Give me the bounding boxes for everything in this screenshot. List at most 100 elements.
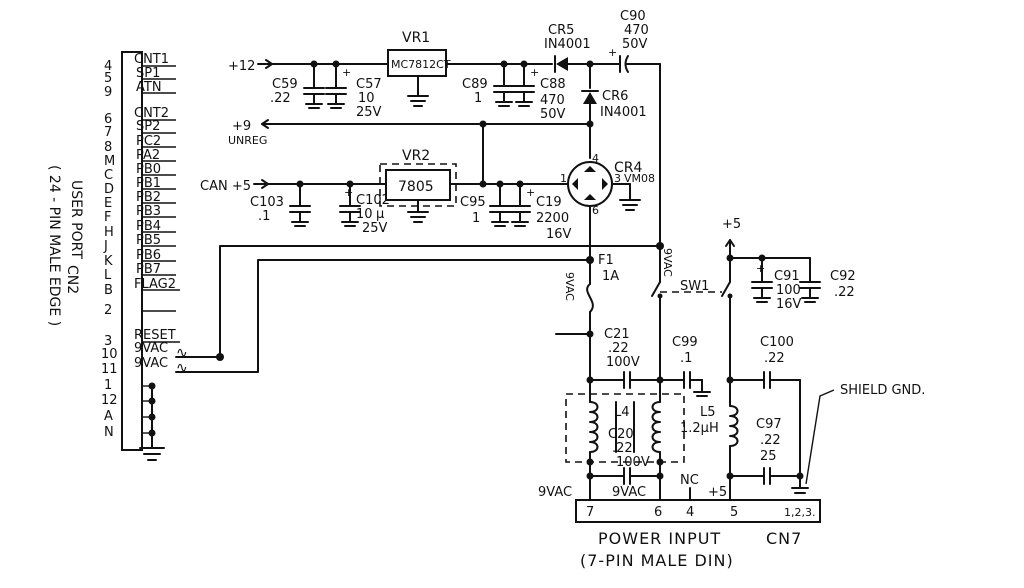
svg-text:∿: ∿ — [176, 360, 188, 376]
c21-value: .22 — [608, 341, 629, 356]
filter-section: C21 .22 100V C99 .1 C100 .22 L4 — [565, 327, 925, 501]
c19-ref: C19 — [536, 195, 562, 210]
fuse-branch: F1 1A 9VAC 9VAC — [555, 248, 674, 381]
cn7-pin-label: NC — [680, 473, 699, 488]
pin-signal: PA2 — [136, 148, 160, 163]
pin-signal: PB5 — [136, 233, 161, 248]
rail-plus5-label: +5 — [722, 217, 741, 232]
can5-section: CAN +5 C103 .1 + C102 10 μ 25V 7805 VR2 — [200, 148, 572, 242]
c100-value: .22 — [764, 351, 785, 366]
c57-volt: 25V — [356, 105, 382, 120]
vr2-part: 7805 — [398, 179, 434, 195]
pin-number: B — [104, 283, 113, 298]
cr4-ref: CR4 — [614, 160, 643, 176]
cn7-ref: CN7 — [766, 529, 802, 548]
cr4-bridge: 4 1 3 6 CR4 VM08 — [560, 152, 655, 247]
user-port-title-group: ( 24 - PIN MALE EDGE ) — [46, 165, 62, 326]
pin-signal: RESET — [134, 328, 176, 343]
pin-number: 4 — [104, 59, 112, 74]
pin-number: 12 — [101, 393, 118, 408]
pin-number: A — [104, 409, 113, 424]
c88-ref: C88 — [540, 77, 566, 92]
pin-number: 10 — [101, 347, 118, 362]
svg-text:+: + — [608, 46, 617, 59]
cn7-pin-number: 6 — [654, 505, 662, 520]
cn7-title: POWER INPUT — [598, 529, 721, 548]
svg-text:+: + — [530, 66, 539, 79]
c88-volt: 50V — [540, 107, 566, 122]
pin-number: 11 — [101, 362, 118, 377]
pin-signal: SP2 — [136, 119, 160, 134]
user-port-connector: 4 CNT1 5 SP1 9 ATN 6 CNT2 7 SP2 8 PC2 M … — [46, 51, 188, 461]
user-port-body — [121, 51, 143, 451]
sw1-switch: SW1 +5 — [651, 217, 741, 381]
user-port-subtitle: ( 24 - PIN MALE EDGE ) — [46, 165, 62, 326]
vr1-part: MC7812CT — [391, 58, 451, 71]
c20-volt: 100V — [616, 455, 650, 470]
cn7-subtitle: (7-PIN MALE DIN) — [580, 551, 734, 570]
c19-value: 2200 — [536, 211, 569, 226]
c21-volt: 100V — [606, 355, 640, 370]
c99-value: .1 — [680, 351, 692, 366]
svg-text:+: + — [344, 186, 353, 199]
pin-signal: PB0 — [136, 162, 161, 177]
l5-ref: L5 — [700, 405, 716, 420]
pin-signal: PB3 — [136, 204, 161, 219]
cr4-pin6: 6 — [592, 204, 599, 217]
pin-signal: PC2 — [136, 134, 161, 149]
c89-ref: C89 — [462, 77, 488, 92]
pin-signal: 9VAC — [134, 341, 168, 356]
vac-feed-wires — [175, 242, 664, 373]
pin-number: N — [104, 425, 114, 440]
c97-value: .22 — [760, 433, 781, 448]
c89-value: 1 — [474, 91, 482, 106]
plus5-caps: + C91 100 16V C92 .22 — [726, 254, 856, 312]
pin-number: M — [104, 154, 115, 169]
pin-signal: PB7 — [136, 262, 161, 277]
c90-ref: C90 — [620, 9, 646, 24]
cn7-pin-number: 1,2,3. — [784, 506, 816, 519]
pin-number: 7 — [104, 125, 112, 140]
cr5-ref: CR5 — [548, 23, 574, 38]
cn7-pin-number: 5 — [730, 505, 738, 520]
fuse-f1 — [586, 283, 594, 313]
cr4-pin4: 4 — [592, 152, 599, 165]
cr5-diode — [556, 57, 568, 71]
c19-volt: 16V — [546, 227, 572, 242]
cn7-body — [575, 499, 821, 523]
c102-volt: 25V — [362, 221, 388, 236]
rail-unreg-label: UNREG — [228, 134, 267, 147]
pin-signal: ATN — [136, 80, 162, 95]
c92-ref: C92 — [830, 269, 856, 284]
pin-number: 5 — [104, 71, 112, 86]
user-port-pins: 4 CNT1 5 SP1 9 ATN 6 CNT2 7 SP2 8 PC2 M … — [101, 52, 188, 440]
svg-text:+: + — [526, 186, 535, 199]
c59-ref: C59 — [272, 77, 298, 92]
pin-signal: PB6 — [136, 248, 161, 263]
c102-unit: μ — [376, 207, 384, 222]
plus12-section: +12 C59 .22 + C57 10 25V MC7812CT VR1 — [228, 9, 661, 247]
fuse-ref: F1 — [598, 253, 614, 268]
pin-number: 2 — [104, 303, 112, 318]
c20-value: .22 — [612, 441, 633, 456]
power-input-connector: 9VAC 9VAC NC +5 7 6 4 5 1,2,3. POWER INP… — [538, 473, 821, 570]
cn7-pin-number: 4 — [686, 505, 694, 520]
plus9-rail: +9 UNREG — [228, 119, 594, 185]
user-port-ground — [139, 382, 165, 461]
svg-text:+: + — [756, 262, 765, 275]
l4-coil-b — [651, 401, 661, 453]
pin-number: E — [104, 196, 112, 211]
pin-number: 3 — [104, 334, 112, 349]
c97-ref: C97 — [756, 417, 782, 432]
user-port-title: USER PORT — [68, 180, 84, 259]
vac-label-switch: 9VAC — [661, 248, 674, 277]
pin-signal: SP1 — [136, 66, 160, 81]
vr1-regulator — [387, 49, 447, 77]
vr2-ref: VR2 — [402, 148, 430, 164]
cn7-pin-label: +5 — [708, 485, 727, 500]
pin-number: D — [104, 182, 114, 197]
pin-number: J — [103, 239, 108, 254]
svg-text:∿: ∿ — [176, 345, 188, 361]
rail-can5-label: CAN +5 — [200, 179, 251, 194]
